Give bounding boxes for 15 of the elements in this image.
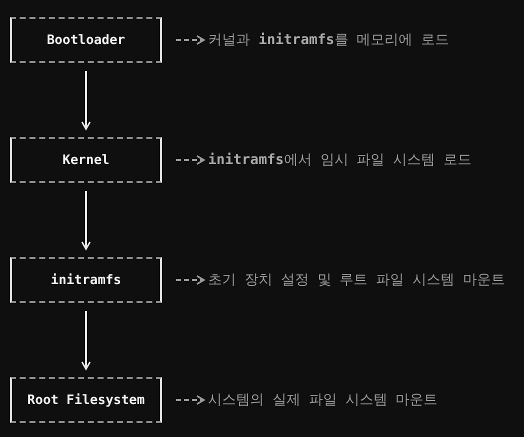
process-box: Bootloader (10, 17, 162, 63)
description-text: 초기 장치 설정 및 루트 파일 시스템 마운트 (208, 271, 506, 289)
description-text: 커널과 initramfs를 메모리에 로드 (208, 31, 450, 49)
description-text: initramfs에서 임시 파일 시스템 로드 (208, 151, 472, 169)
description-text: 시스템의 실제 파일 시스템 마운트 (208, 391, 438, 409)
arrow (81, 191, 91, 250)
arrow (176, 395, 205, 405)
arrow (81, 71, 91, 130)
arrow (176, 35, 205, 45)
arrow (81, 311, 91, 370)
process-box: Root Filesystem (10, 377, 162, 423)
arrow (176, 275, 205, 285)
process-box: initramfs (10, 257, 162, 303)
arrow (176, 155, 205, 165)
process-box: Kernel (10, 137, 162, 183)
